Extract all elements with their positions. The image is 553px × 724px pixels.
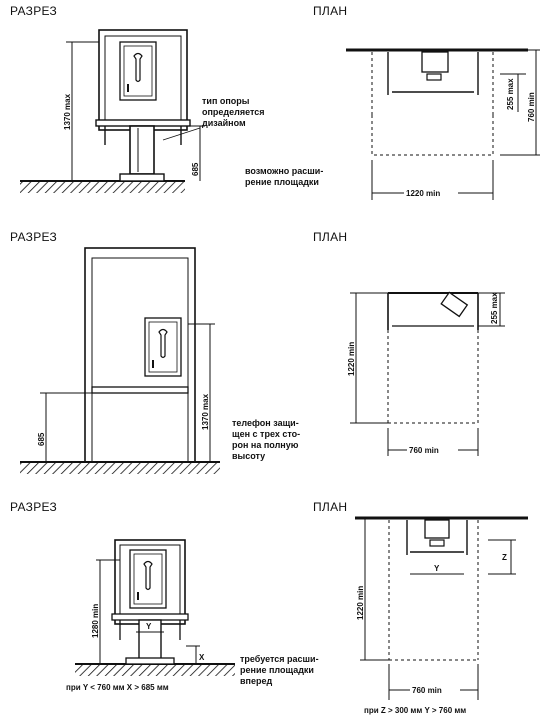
support-dim-1: 685 (191, 162, 200, 176)
y-dim-3: Y (146, 622, 152, 631)
plan-3: Y Z 1220 min 760 min (355, 516, 528, 700)
phone-icon (129, 549, 167, 609)
expand-note-1: возможно расши- рение площадки (245, 166, 324, 187)
condition-section-3: при Y < 760 мм X > 685 мм (66, 683, 169, 692)
expand-note-3: требуется расши- рение площадки вперед (240, 654, 319, 686)
ground-hatch-1 (20, 181, 185, 193)
depth-dim-2: 1220 min (347, 342, 356, 376)
shelf-3 (111, 613, 189, 621)
section-title-1: РАЗРЕЗ (10, 4, 58, 18)
z-dim-plan-3: Z (502, 553, 507, 562)
height-dim-3: 1280 min (91, 604, 100, 638)
section-title-3: РАЗРЕЗ (10, 500, 58, 514)
phone-icon (119, 41, 157, 101)
ground-hatch-2 (20, 462, 220, 474)
ground-hatch-3 (75, 664, 235, 676)
floor-dim-2: 685 (37, 432, 46, 446)
y-dim-plan-3: Y (434, 564, 440, 573)
width-dim-2: 760 min (409, 446, 439, 455)
height-dim-1: 1370 max (63, 93, 72, 130)
section-title-2: РАЗРЕЗ (10, 230, 58, 244)
depth-dim-3: 1220 min (356, 586, 365, 620)
section-3: 1280 min Y X (75, 539, 235, 676)
offset-dim-2: 255 max (490, 292, 499, 324)
section-2: 685 1370 max (20, 247, 220, 474)
plan-1: 1220 min 255 max 760 min (346, 48, 540, 200)
support-note: тип опоры определяется дизайном (202, 96, 265, 128)
phone-icon (144, 317, 182, 377)
plan-2: 760 min 1220 min 255 max (347, 291, 505, 456)
section-1: 1370 max 685 (20, 29, 205, 193)
shelf-2 (91, 386, 189, 394)
protection-note-2: телефон защи- щен с трех сто- рон на пол… (232, 418, 301, 461)
plan-title-1: ПЛАН (313, 4, 348, 18)
plan-title-3: ПЛАН (313, 500, 348, 514)
pedestal-1 (129, 125, 155, 175)
shelf-1 (95, 119, 191, 127)
width-dim-1: 1220 min (406, 189, 440, 198)
x-dim-3: X (199, 653, 205, 662)
phone-plan-icon-3 (424, 519, 450, 539)
height-dim-2: 1370 max (201, 393, 210, 430)
condition-plan-3: при Z > 300 мм Y > 760 мм (364, 706, 467, 715)
depth-dim-1: 760 min (527, 92, 536, 122)
offset-dim-1: 255 max (506, 78, 515, 110)
phone-plan-icon-2 (440, 291, 469, 318)
width-dim-3: 760 min (412, 686, 442, 695)
plan-title-2: ПЛАН (313, 230, 348, 244)
phone-plan-icon-1 (421, 51, 449, 73)
